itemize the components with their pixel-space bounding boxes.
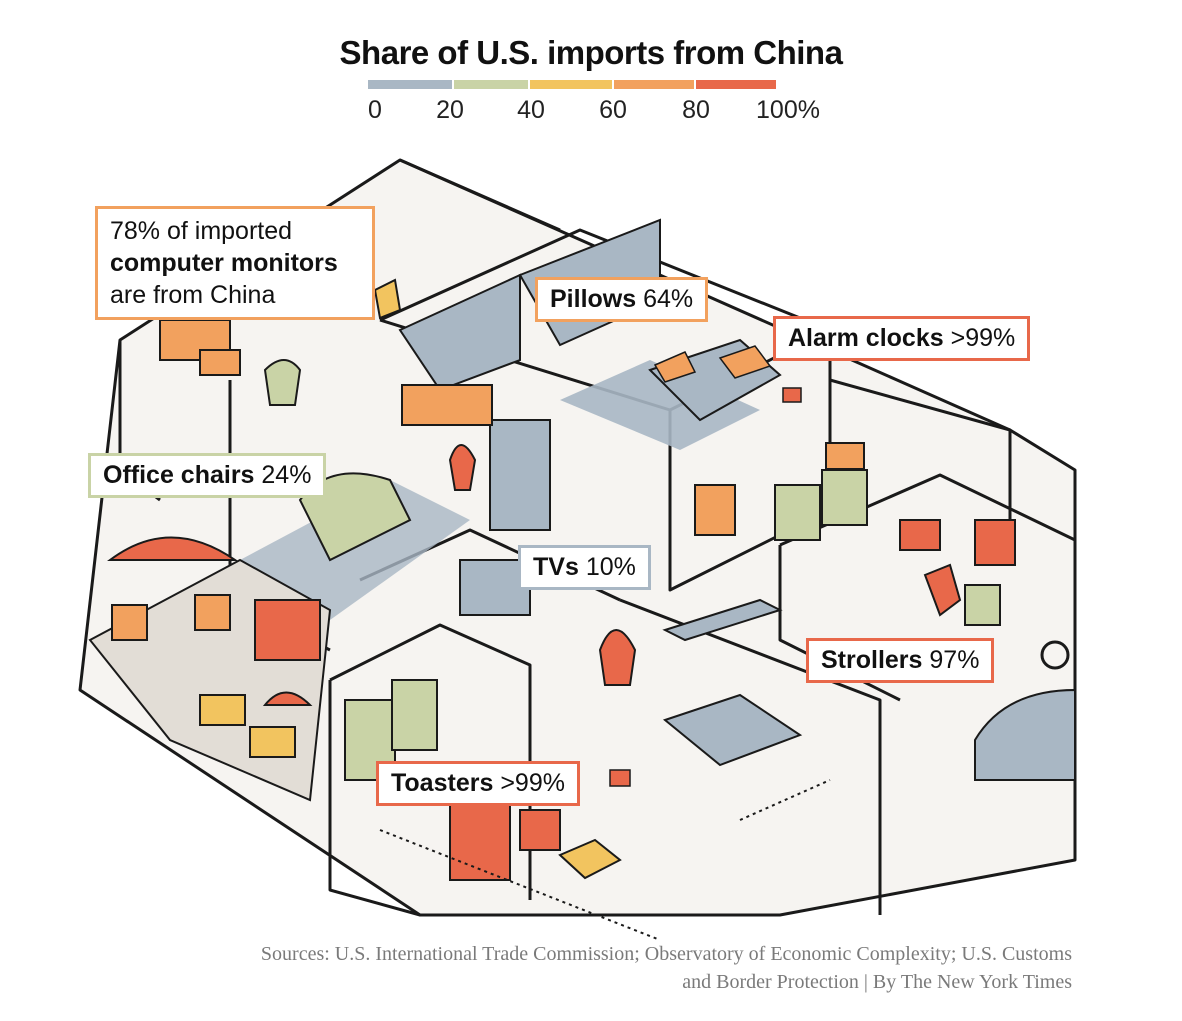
callout-pillows-name: Pillows bbox=[550, 285, 637, 313]
plant-icon bbox=[598, 629, 637, 686]
legend-tick-100: 100% bbox=[756, 96, 820, 124]
legend-swatch-80-100 bbox=[696, 80, 776, 89]
legend-swatch-20-40 bbox=[454, 80, 528, 89]
callout-monitors-line2: computer monitors bbox=[110, 249, 338, 277]
planter-box-icon bbox=[249, 726, 296, 758]
pillow-icon bbox=[653, 351, 697, 383]
fridge-icon bbox=[449, 799, 511, 881]
source-line-2: and Border Protection | By The New York … bbox=[682, 971, 1072, 993]
bookshelf-icon bbox=[489, 419, 551, 531]
computer-monitor-icon bbox=[199, 349, 241, 376]
office-artwork bbox=[159, 319, 231, 361]
office-chair-icon bbox=[263, 359, 302, 406]
dining-table-icon bbox=[662, 693, 803, 767]
pillow-icon bbox=[718, 345, 772, 379]
grill-icon bbox=[254, 599, 321, 661]
legend-tick-20: 20 bbox=[436, 96, 464, 124]
small-umbrella-icon bbox=[262, 691, 313, 706]
callout-office-chairs: Office chairs 24% bbox=[88, 453, 327, 498]
legend-tick-60: 60 bbox=[599, 96, 627, 124]
patio-chair-icon bbox=[194, 594, 231, 631]
legend-tick-0: 0 bbox=[368, 96, 382, 124]
legend-swatch-0-20 bbox=[368, 80, 452, 89]
source-line-1: Sources: U.S. International Trade Commis… bbox=[260, 943, 1072, 965]
callout-monitors-line3: are from China bbox=[110, 281, 276, 309]
callout-pillows-value: 64% bbox=[643, 285, 694, 313]
kitchen-counter bbox=[662, 598, 783, 642]
alarm-clock-icon bbox=[782, 387, 802, 403]
callout-toasters: Toasters >99% bbox=[376, 761, 580, 806]
callout-alarm-clocks: Alarm clocks >99% bbox=[773, 316, 1031, 361]
living-room-rug bbox=[240, 480, 470, 620]
callout-chairs-value: 24% bbox=[261, 461, 312, 489]
car-icon bbox=[974, 688, 1076, 781]
bins-icon bbox=[964, 584, 1001, 626]
umbrella-icon bbox=[106, 536, 239, 561]
washer-icon bbox=[774, 484, 821, 541]
plant-icon bbox=[448, 444, 477, 491]
wall-frames bbox=[401, 384, 493, 426]
toolbox-icon bbox=[899, 519, 941, 551]
callout-tvs: TVs 10% bbox=[518, 545, 651, 590]
callout-chairs-name: Office chairs bbox=[103, 461, 255, 489]
legend-tick-80: 80 bbox=[682, 96, 710, 124]
callout-toasters-name: Toasters bbox=[391, 769, 494, 797]
callout-tvs-name: TVs bbox=[533, 553, 579, 581]
toilet-icon bbox=[373, 278, 402, 320]
dotted-floor-lines bbox=[379, 779, 831, 941]
callout-tvs-value: 10% bbox=[585, 553, 636, 581]
legend-tick-40: 40 bbox=[517, 96, 545, 124]
chart-title: Share of U.S. imports from China bbox=[339, 34, 843, 71]
shelving-icon bbox=[391, 679, 438, 751]
bedroom-rug bbox=[560, 360, 760, 450]
callout-monitors-line1: 78% of imported bbox=[110, 217, 293, 245]
mirror-icon bbox=[694, 484, 736, 536]
microwave-icon bbox=[519, 809, 561, 851]
dryer-icon bbox=[821, 469, 868, 526]
toaster-icon bbox=[609, 769, 631, 787]
patio-chair-icon bbox=[111, 604, 148, 641]
bicycle-wheel-icon bbox=[1040, 640, 1070, 670]
basket-icon bbox=[825, 442, 865, 470]
callout-alarm-name: Alarm clocks bbox=[788, 324, 944, 352]
callout-toasters-value: >99% bbox=[500, 769, 565, 797]
legend-swatch-60-80 bbox=[614, 80, 694, 89]
stovetop-icon bbox=[558, 838, 622, 880]
callout-computer-monitors: 78% of imported computer monitors are fr… bbox=[95, 206, 375, 320]
legend-swatch-40-60 bbox=[530, 80, 612, 89]
planter-box-icon bbox=[199, 694, 246, 726]
stroller-icon bbox=[923, 563, 962, 617]
callout-strollers-value: 97% bbox=[929, 646, 980, 674]
color-scale-legend: 0 20 40 60 80 100% bbox=[368, 80, 828, 124]
bedroom-wardrobe bbox=[398, 273, 521, 392]
storage-box-icon bbox=[974, 519, 1016, 566]
callout-strollers: Strollers 97% bbox=[806, 638, 995, 683]
source-credit: Sources: U.S. International Trade Commis… bbox=[261, 940, 1072, 996]
callout-strollers-name: Strollers bbox=[821, 646, 923, 674]
callout-alarm-value: >99% bbox=[950, 324, 1016, 352]
callout-pillows: Pillows 64% bbox=[535, 277, 709, 322]
